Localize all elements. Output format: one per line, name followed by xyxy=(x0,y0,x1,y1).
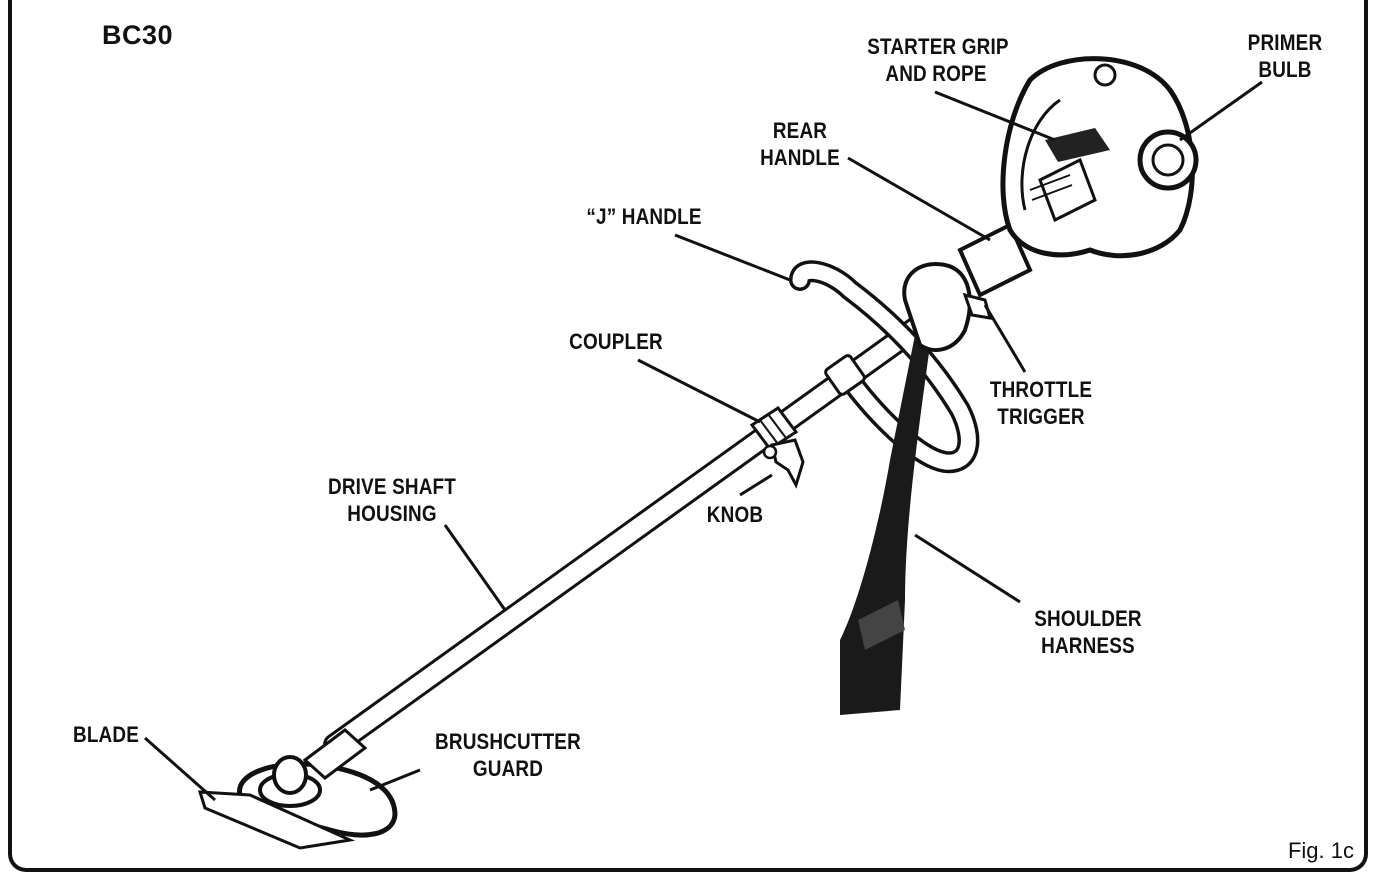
label-drive-shaft-housing: DRIVE SHAFT HOUSING xyxy=(323,473,461,527)
label-throttle-trigger: THROTTLE TRIGGER xyxy=(989,376,1094,430)
figure-caption: Fig. 1c xyxy=(1287,838,1354,863)
label-brushcutter-guard-line1: BRUSHCUTTER xyxy=(435,729,581,754)
label-blade-line1: BLADE xyxy=(72,722,140,747)
label-knob: KNOB xyxy=(705,501,765,528)
label-drive-shaft-housing-line2: HOUSING xyxy=(347,501,437,526)
label-primer-bulb-line1: PRIMER xyxy=(1247,30,1323,55)
cutting-head xyxy=(197,728,398,850)
label-rear-handle: REAR HANDLE xyxy=(755,117,844,171)
label-j-handle: “J” HANDLE xyxy=(580,203,707,230)
label-shoulder-harness-line2: HARNESS xyxy=(1041,633,1135,658)
label-shoulder-harness: SHOULDER HARNESS xyxy=(1033,605,1143,659)
label-coupler-line1: COUPLER xyxy=(569,329,663,354)
rear-handle xyxy=(902,222,1033,352)
label-brushcutter-guard-line2: GUARD xyxy=(472,756,544,781)
label-throttle-trigger-line2: TRIGGER xyxy=(997,404,1085,429)
knob xyxy=(762,438,805,489)
label-starter-grip-line1: STARTER GRIP xyxy=(867,34,1009,59)
drive-shaft xyxy=(323,306,942,757)
label-throttle-trigger-line1: THROTTLE xyxy=(989,377,1093,402)
label-starter-grip: STARTER GRIP AND ROPE xyxy=(867,33,1009,87)
label-blade: BLADE xyxy=(72,721,141,748)
label-coupler: COUPLER xyxy=(568,328,664,355)
label-rear-handle-line2: HANDLE xyxy=(760,145,840,170)
label-rear-handle-line1: REAR xyxy=(772,118,828,143)
engine xyxy=(1000,56,1199,259)
coupler xyxy=(749,405,799,452)
label-shoulder-harness-line1: SHOULDER xyxy=(1034,606,1142,631)
label-j-handle-line1: “J” HANDLE xyxy=(586,204,702,229)
leader-lines xyxy=(144,80,1263,802)
model-name: BC30 xyxy=(102,20,174,50)
label-primer-bulb-line2: BULB xyxy=(1258,57,1312,82)
label-primer-bulb: PRIMER BULB xyxy=(1238,29,1333,83)
label-drive-shaft-housing-line1: DRIVE SHAFT xyxy=(327,474,457,499)
label-brushcutter-guard: BRUSHCUTTER GUARD xyxy=(432,728,583,782)
label-knob-line1: KNOB xyxy=(706,502,764,527)
label-starter-grip-line2: AND ROPE xyxy=(885,61,987,86)
shoulder-harness xyxy=(840,320,930,715)
